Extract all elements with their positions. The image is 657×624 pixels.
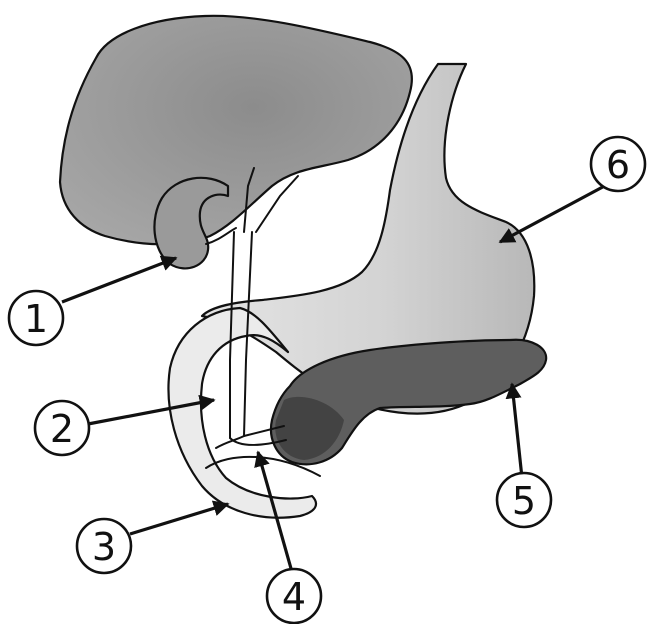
label-1: 1: [9, 291, 63, 345]
label-1-text: 1: [24, 297, 48, 341]
label-5-text: 5: [512, 479, 536, 523]
liver-shape: [60, 16, 412, 244]
arrow-1: [62, 258, 176, 302]
label-3-text: 3: [92, 525, 116, 569]
label-6: 6: [591, 137, 645, 191]
label-2-text: 2: [50, 407, 74, 451]
label-2: 2: [35, 401, 89, 455]
arrow-3: [130, 504, 228, 534]
label-5: 5: [497, 473, 551, 527]
label-4: 4: [267, 569, 321, 623]
arrow-6: [500, 182, 612, 242]
label-4-text: 4: [282, 575, 306, 619]
label-6-text: 6: [606, 143, 630, 187]
arrow-5: [512, 384, 522, 478]
label-3: 3: [77, 519, 131, 573]
